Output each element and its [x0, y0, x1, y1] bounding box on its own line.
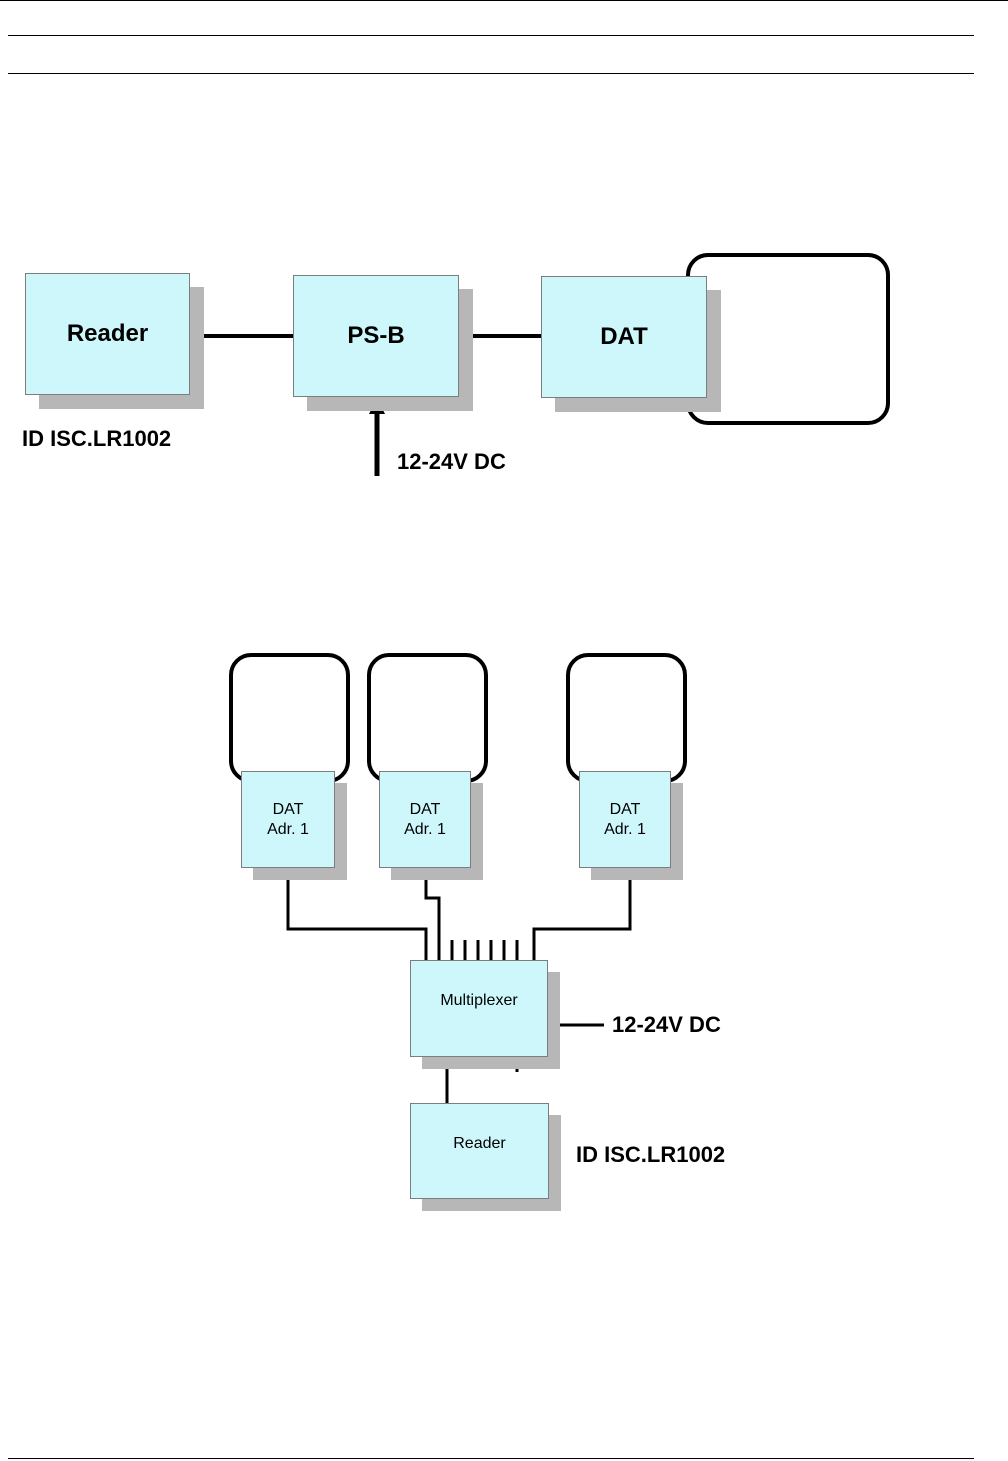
- dat-block-1: DAT Adr. 1: [241, 771, 335, 868]
- reader-block-bottom: Reader: [410, 1103, 549, 1199]
- dat2-line1: DAT: [404, 800, 446, 820]
- dat-block-3: DAT Adr. 1: [579, 771, 671, 868]
- dat3-line2: Adr. 1: [604, 820, 646, 840]
- multiplexer-label: Multiplexer: [440, 991, 517, 1011]
- cable-dat2-mux: [426, 868, 439, 960]
- mux-power-label: 12-24V DC: [612, 1012, 721, 1038]
- dat3-line1: DAT: [604, 800, 646, 820]
- dat1-line2: Adr. 1: [267, 820, 309, 840]
- multiplexer-block: Multiplexer: [410, 960, 548, 1057]
- dat-block-2: DAT Adr. 1: [379, 771, 471, 868]
- cable-dat1-mux: [288, 868, 426, 960]
- reader-model-label-bottom: ID ISC.LR1002: [576, 1142, 725, 1168]
- cable-dat3-mux: [534, 868, 630, 960]
- dat2-line2: Adr. 1: [404, 820, 446, 840]
- reader-bottom-label: Reader: [453, 1134, 505, 1154]
- dat1-line1: DAT: [267, 800, 309, 820]
